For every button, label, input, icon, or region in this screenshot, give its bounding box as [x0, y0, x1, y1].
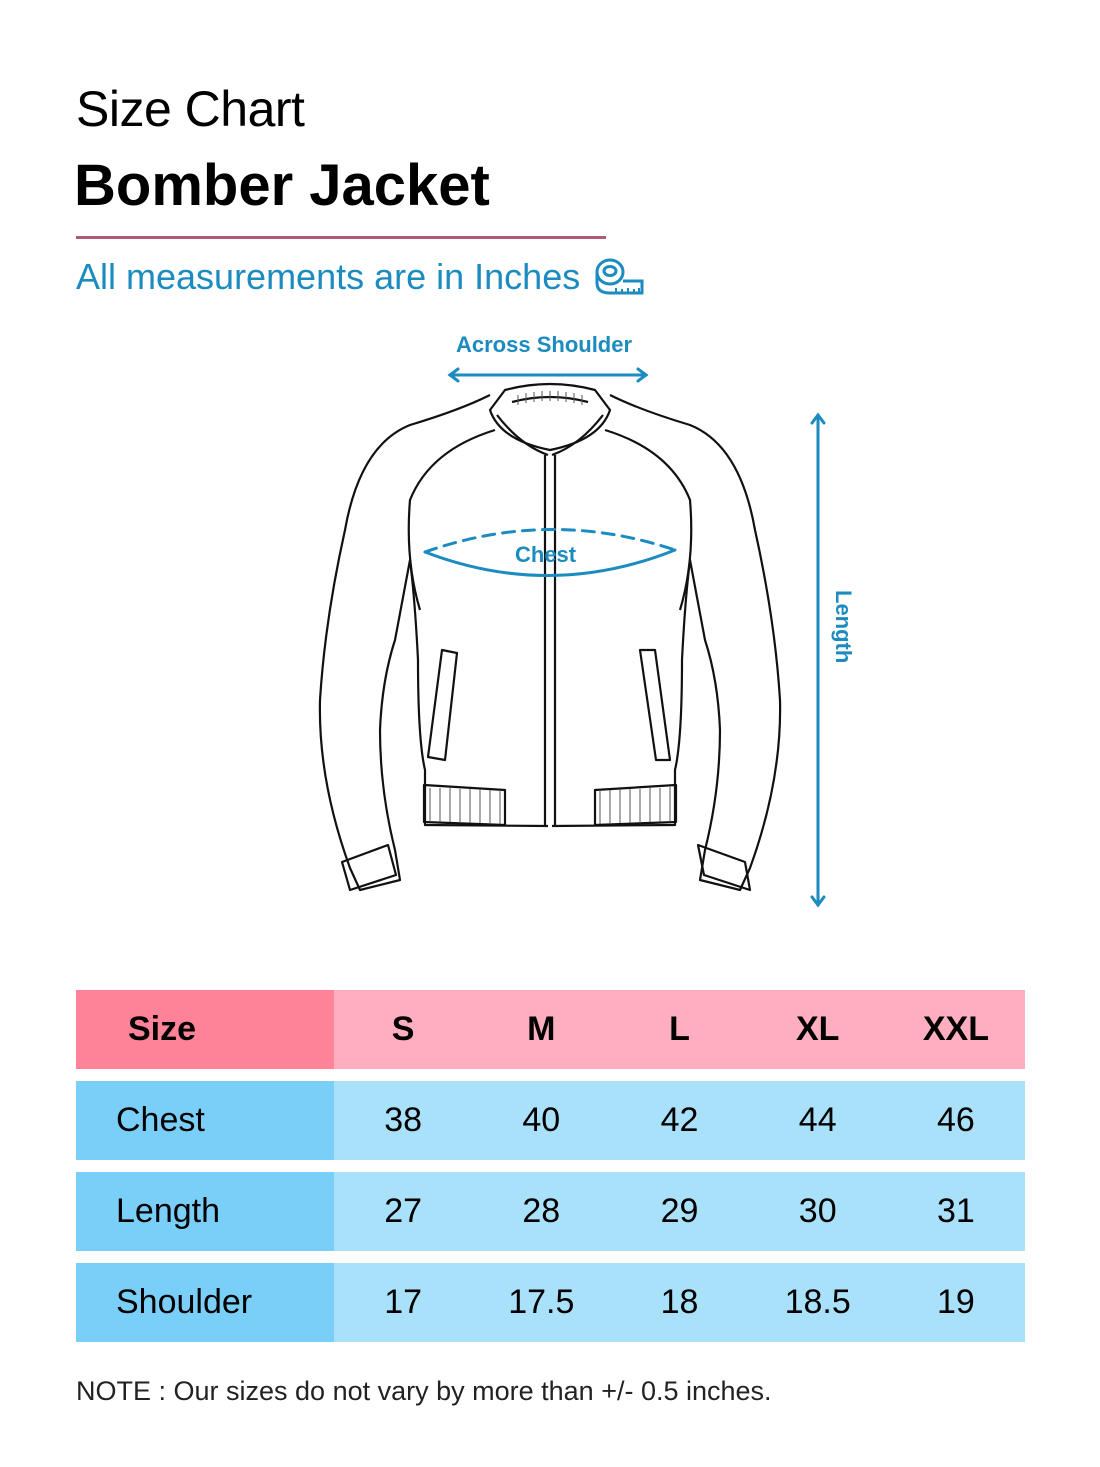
page-title: Bomber Jacket	[74, 153, 490, 218]
size-s: S	[391, 1010, 415, 1048]
size-xxl: XXL	[922, 1010, 989, 1048]
table-cell: 29	[660, 1192, 699, 1230]
row-label: Shoulder	[76, 1263, 334, 1342]
table-cell: 28	[522, 1192, 561, 1230]
size-m: M	[527, 1010, 556, 1048]
table-cell: 18	[660, 1283, 699, 1321]
table-row-shoulder: Shoulder 17 17.5 18 18.5 19	[76, 1263, 1025, 1342]
table-cell: 18.5	[784, 1283, 851, 1321]
row-label: Chest	[76, 1081, 334, 1160]
length-label: Length	[831, 590, 856, 664]
table-cell: 42	[660, 1101, 699, 1139]
table-cell: 27	[384, 1192, 423, 1230]
table-cell: 46	[937, 1101, 975, 1139]
row-label: Length	[76, 1172, 334, 1251]
table-cell: 30	[798, 1192, 837, 1230]
page-subtitle: Size Chart	[76, 81, 305, 137]
size-header-row: Size S M L XL XXL	[76, 990, 1025, 1069]
table-cell: 17	[384, 1283, 423, 1321]
table-row-length: Length 27 28 29 30 31	[76, 1172, 1025, 1251]
table-cell: 19	[937, 1283, 975, 1321]
table-cell: 44	[798, 1101, 837, 1139]
units-note-text: All measurements are in Inches	[76, 256, 581, 297]
jacket-diagram: Across Shoulder Chest Length	[0, 320, 1100, 940]
chest-label: Chest	[515, 542, 577, 567]
table-cell: 40	[522, 1101, 561, 1139]
units-note: All measurements are in Inches	[76, 256, 646, 298]
title-divider	[76, 236, 606, 239]
table-cell: 31	[937, 1192, 975, 1230]
size-table: Size S M L XL XXL Chest 38 40 42 44 46 L…	[76, 990, 1025, 1354]
footer-note: NOTE : Our sizes do not vary by more tha…	[76, 1376, 772, 1406]
measuring-tape-icon	[595, 258, 644, 295]
jacket-illustration	[318, 367, 826, 908]
size-header-label: Size	[76, 990, 334, 1069]
table-row-chest: Chest 38 40 42 44 46	[76, 1081, 1025, 1160]
table-cell: 17.5	[508, 1283, 575, 1321]
size-xl: XL	[795, 1010, 840, 1048]
size-l: L	[669, 1010, 690, 1048]
table-cell: 38	[384, 1101, 423, 1139]
across-shoulder-label: Across Shoulder	[456, 332, 633, 357]
